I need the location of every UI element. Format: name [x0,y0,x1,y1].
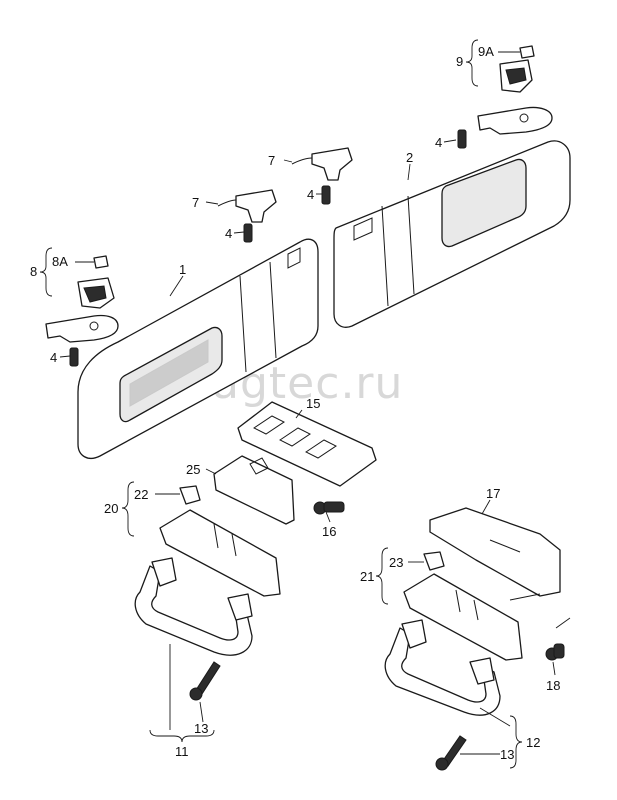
trim-17[interactable] [429,507,561,597]
screw-13b[interactable] [435,735,467,771]
callout-7-right: 7 [268,153,275,168]
callout-16: 16 [322,524,336,539]
callout-13-right: 13 [500,747,514,762]
callout-4-top-right: 4 [435,135,442,150]
grab-handle-left[interactable] [134,557,253,656]
callout-9a: 9A [478,44,494,59]
visor-clip-left[interactable] [217,189,277,223]
clip-22[interactable] [179,485,201,505]
mount-bracket-25[interactable] [213,455,295,525]
callout-23: 23 [389,555,403,570]
screw-4d[interactable] [69,347,79,367]
callout-17: 17 [486,486,500,501]
screw-4b[interactable] [321,185,331,205]
grab-handle-right[interactable] [384,619,501,716]
visor-mount-right[interactable] [477,45,553,135]
callout-13-left: 13 [194,721,208,736]
callout-8a: 8A [52,254,68,269]
callout-labels: 1 2 4 4 4 4 7 7 8 8A 9 9A 11 12 13 13 15… [30,44,560,762]
bolt-16[interactable] [313,501,345,515]
callout-4-middle-right: 4 [307,187,314,202]
visor-mount-left[interactable] [45,255,119,343]
screw-4a[interactable] [457,129,467,149]
sun-visor-right[interactable] [333,140,571,328]
callout-25: 25 [186,462,200,477]
screw-13a[interactable] [189,661,221,701]
callout-22: 22 [134,487,148,502]
leader-lines [39,39,571,769]
callout-7-left: 7 [192,195,199,210]
visor-clip-right[interactable] [291,147,353,181]
sun-visor-left[interactable] [77,238,319,459]
clip-23[interactable] [423,551,445,571]
mount-bracket-15[interactable] [237,401,377,487]
callout-8: 8 [30,264,37,279]
callout-21: 21 [360,569,374,584]
callout-18: 18 [546,678,560,693]
callout-2: 2 [406,150,413,165]
callout-12: 12 [526,735,540,750]
callout-4-bottom-left: 4 [50,350,57,365]
grab-handle-bracket-right[interactable] [403,573,523,661]
callout-20: 20 [104,501,118,516]
grab-handle-bracket-left[interactable] [159,509,281,597]
bolt-18[interactable] [545,643,565,661]
screw-4c[interactable] [243,223,253,243]
callout-15: 15 [306,396,320,411]
callout-1: 1 [179,262,186,277]
callout-4-middle-left: 4 [225,226,232,241]
callout-9: 9 [456,54,463,69]
callout-11: 11 [175,744,189,759]
